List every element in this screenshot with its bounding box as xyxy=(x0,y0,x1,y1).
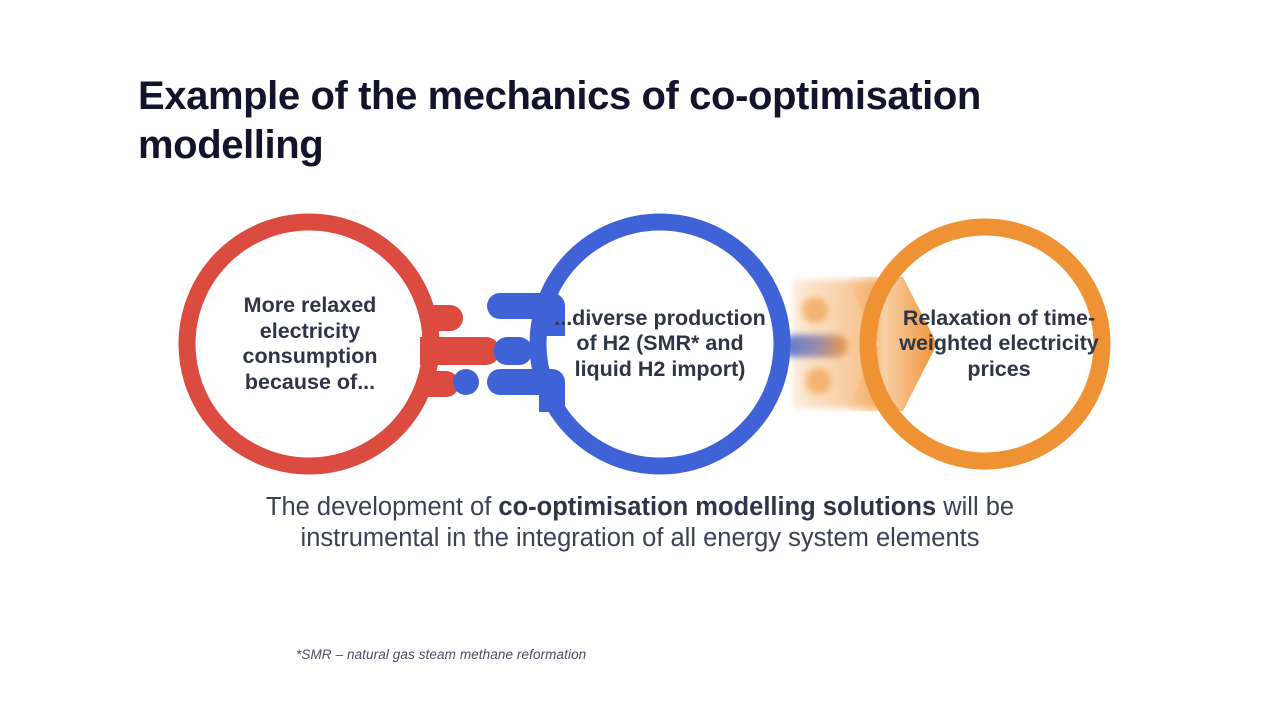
node-circle-orange[interactable] xyxy=(859,218,1111,470)
node-label-red: More relaxed electricity consumption bec… xyxy=(242,293,378,394)
connector-orange-stud-lower xyxy=(805,368,831,394)
node-circle-blue[interactable] xyxy=(529,213,791,475)
page-title: Example of the mechanics of co-optimisat… xyxy=(138,74,981,167)
connector-gradient-bar xyxy=(782,335,848,357)
footnote: *SMR – natural gas steam methane reforma… xyxy=(296,647,587,662)
caption-tail: will be instrumental in the integration … xyxy=(300,493,1015,552)
node-circle-red[interactable] xyxy=(178,213,440,475)
diagram-container: More relaxed electricity consumption bec… xyxy=(0,185,1280,495)
diagram-graphic xyxy=(178,213,1111,475)
node-label-orange: Relaxation of time-weighted electricity … xyxy=(899,305,1099,381)
node-label-blue: ...diverse production of H2 (SMR* and li… xyxy=(554,305,766,381)
caption: The development of co-optimisation model… xyxy=(240,492,1040,554)
connector-blue-dot xyxy=(453,369,479,395)
connector-orange-stud-upper xyxy=(802,297,828,323)
caption-lead: The development of xyxy=(265,493,499,521)
caption-emphasis: co-optimisation modelling solutions xyxy=(498,493,937,521)
connector-red-bar-middle xyxy=(420,337,500,365)
connector-blue-stub-middle xyxy=(494,337,532,365)
